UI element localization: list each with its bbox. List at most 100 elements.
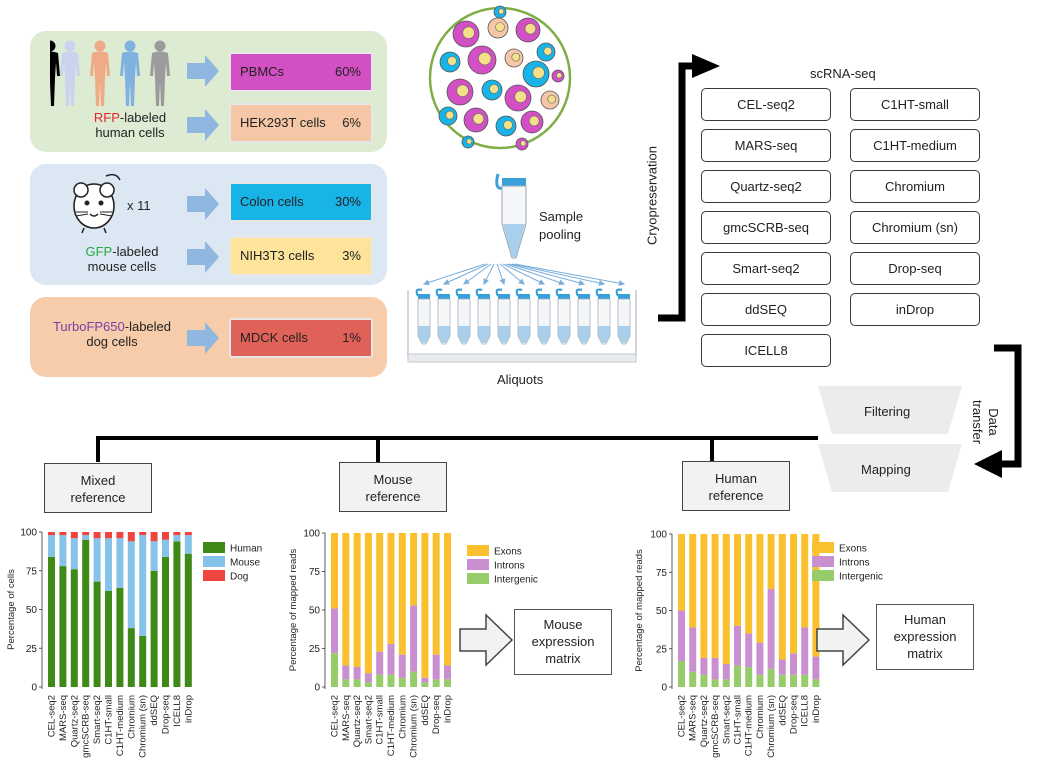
x-tick-label: gmcSCRB-seq [81,695,92,758]
y-tick-label: 100 [20,528,37,539]
bar-mouse-11 [173,535,181,542]
bar-exons-4 [376,533,384,652]
bar-introns-2 [700,657,708,675]
bar-intergenic-10 [444,679,451,687]
x-tick-label: Chromium (sn) [409,695,420,758]
bar-mouse-7 [127,541,135,629]
bar-human-10 [162,556,169,687]
mouse-multiplier: x 11 [127,198,151,213]
bar-exons-9 [432,533,440,655]
data-transfer-arrow [974,344,1022,478]
sample-tube-icon [495,173,527,259]
legend-label-introns: Introns [839,558,870,569]
bar-exons-7 [410,533,418,606]
bar-intergenic-8 [421,682,429,687]
x-tick-label: Drop-seq [161,695,172,734]
y-tick-label: 75 [656,568,668,579]
legend-swatch-exons [812,542,834,553]
legend-label-human: Human [230,544,262,555]
bar-introns-12 [812,656,820,680]
bar-intergenic-7 [756,674,764,687]
bar-human-9 [150,570,158,687]
legend-swatch-mouse [203,556,225,567]
y-tick-label: 75 [26,566,38,577]
reference-connector [96,436,818,462]
bar-human-3 [82,539,90,687]
panel-arrows [187,55,219,354]
x-tick-label: C1HT-medium [386,695,397,756]
x-tick-label: ddSEQ [420,695,431,726]
y-axis-label: Percentage of mapped reads [288,548,299,671]
bar-human-4 [93,581,101,687]
aliquot-plate-icon [407,263,637,363]
bar-human-6 [116,587,124,687]
legend-swatch-dog [203,570,225,581]
bar-exons-7 [756,534,764,643]
x-tick-label: MARS-seq [341,695,352,741]
bar-introns-9 [432,654,440,680]
sample-pooling-label: Sample pooling [539,209,584,242]
x-tick-label: C1HT-small [375,695,386,745]
x-tick-label: Quartz-seq2 [69,695,80,747]
bar-introns-4 [376,651,384,675]
bar-exons-5 [734,534,741,626]
bar-human-8 [139,635,147,687]
bar-dog-1 [59,532,67,536]
y-axis-label: Percentage of mapped reads [634,549,645,672]
x-tick-label: CEL-seq2 [330,695,341,737]
y-tick-label: 50 [309,606,321,617]
x-tick-label: MARS-seq [58,695,69,741]
bar-introns-8 [767,589,775,669]
bar-mouse-3 [82,535,90,540]
y-tick-label: 50 [26,605,38,616]
bar-exons-10 [444,533,451,666]
bar-exons-11 [801,534,809,628]
bar-intergenic-9 [778,674,786,687]
bar-intergenic-4 [376,674,384,687]
y-tick-label: 25 [656,644,668,655]
bar-introns-0 [331,608,338,654]
bar-mouse-0 [48,535,55,557]
bar-human-12 [184,553,192,687]
seq-method-chromium: Chromium [850,170,980,203]
bar-intergenic-2 [353,679,361,687]
cell-pool-icon [428,5,572,151]
x-tick-label: ddSEQ [149,695,160,726]
bar-intergenic-11 [801,674,809,687]
bar-introns-9 [778,659,786,675]
x-tick-label: Smart-seq2 [363,695,374,744]
bar-dog-10 [162,532,169,540]
bar-intergenic-1 [342,679,350,687]
human-figures-icon [50,40,170,106]
bar-mouse-10 [162,539,169,557]
bar-human-11 [173,541,181,687]
x-tick-label: Chromium [397,695,408,739]
y-tick-label: 0 [31,683,37,694]
bar-intergenic-9 [432,679,440,687]
x-tick-label: C1HT-medium [115,695,126,756]
seq-method-chromium-sn-: Chromium (sn) [850,211,980,244]
seq-method-indrop: inDrop [850,293,980,326]
x-tick-label: Smart-seq2 [721,695,732,744]
bar-exons-9 [778,534,786,660]
bar-introns-10 [790,653,797,675]
x-tick-label: CEL-seq2 [677,695,688,737]
bar-intergenic-3 [711,679,719,687]
aliquots-label: Aliquots [497,372,544,387]
dog-cell-label: TurboFP650-labeled dog cells [52,319,172,349]
y-tick-label: 0 [314,683,320,694]
human-cell-label: RFP-labeled human cells [93,110,167,140]
bar-dog-2 [70,532,78,539]
bar-exons-8 [767,534,775,590]
bar-exons-10 [790,534,797,654]
bar-intergenic-10 [790,674,797,687]
x-tick-label: Chromium [755,695,766,739]
bar-mouse-8 [139,535,147,636]
